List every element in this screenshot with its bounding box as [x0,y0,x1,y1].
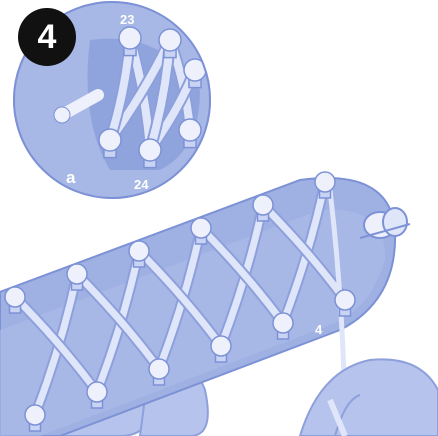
peg-label-2: 2 [381,290,388,305]
view-label-b: b [402,168,412,188]
inset-loose-peg-head [54,107,70,123]
view-label-a: a [66,168,75,188]
peg-label-1: 1 [319,149,326,164]
step-number-badge: 4 [18,8,76,66]
peg-label-23: 23 [120,12,134,27]
peg-label-4: 4 [315,322,322,337]
peg-label-3: 3 [258,170,265,185]
peg-label-24: 24 [134,177,148,192]
